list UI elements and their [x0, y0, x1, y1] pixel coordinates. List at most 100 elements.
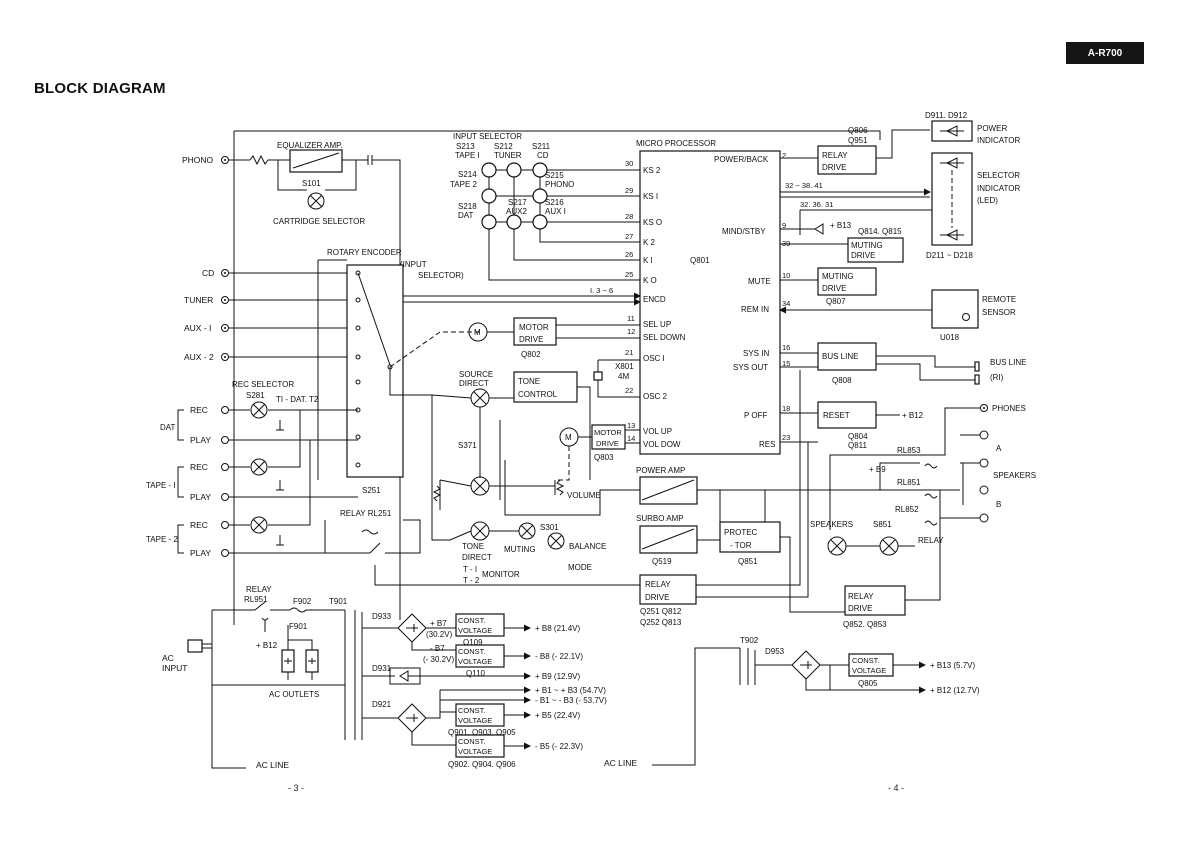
svg-text:F901: F901 — [289, 622, 308, 631]
svg-text:AC LINE: AC LINE — [604, 758, 637, 768]
svg-text:DIRECT: DIRECT — [459, 379, 489, 388]
svg-text:OSC I: OSC I — [643, 354, 665, 363]
svg-text:PROTEC: PROTEC — [724, 528, 758, 537]
svg-text:OSC 2: OSC 2 — [643, 392, 668, 401]
power-amp: POWER AMP SURBO AMP Q519 — [636, 466, 880, 566]
svg-text:P OFF: P OFF — [744, 411, 768, 420]
svg-text:MUTE: MUTE — [748, 277, 771, 286]
power-indicator: D911. D912 POWER INDICATOR — [925, 111, 1020, 145]
tape-wires — [229, 409, 370, 554]
svg-text:RL951: RL951 — [244, 595, 268, 604]
svg-text:- B7: - B7 — [430, 644, 445, 653]
svg-text:Q803: Q803 — [594, 453, 614, 462]
input-label-cd: CD — [202, 268, 214, 278]
svg-text:RES: RES — [759, 440, 775, 449]
svg-text:10: 10 — [782, 271, 790, 280]
bus-line-q808: BUS LINE Q808 BUS LINE (RI) — [780, 342, 1026, 385]
svg-text:D933: D933 — [372, 612, 392, 621]
svg-text:X801: X801 — [615, 362, 634, 371]
rotary-encoder: ROTARY ENCODER (INPUT SELECTOR) S251 I. … — [317, 248, 641, 495]
input-label-aux2: AUX - 2 — [184, 352, 214, 362]
svg-text:RELAY: RELAY — [822, 151, 848, 160]
svg-text:AUX I: AUX I — [545, 207, 566, 216]
svg-text:AC OUTLETS: AC OUTLETS — [269, 690, 319, 699]
svg-text:Q852. Q853: Q852. Q853 — [843, 620, 887, 629]
svg-text:D911. D912: D911. D912 — [925, 111, 968, 120]
svg-text:2: 2 — [782, 151, 786, 160]
svg-text:M: M — [474, 328, 481, 337]
svg-text:RELAY: RELAY — [848, 592, 874, 601]
svg-text:+ B5 (22.4V): + B5 (22.4V) — [535, 711, 580, 720]
svg-text:K O: K O — [643, 276, 657, 285]
svg-text:BUS LINE: BUS LINE — [822, 352, 858, 361]
svg-text:- B8 (- 22.1V): - B8 (- 22.1V) — [535, 652, 583, 661]
svg-text:12: 12 — [627, 327, 635, 336]
svg-text:Q807: Q807 — [826, 297, 846, 306]
svg-text:S214: S214 — [458, 170, 477, 179]
reset-q804: RESET + B12 Q804 Q811 — [780, 401, 924, 450]
svg-text:S216: S216 — [545, 198, 564, 207]
svg-text:TI - DAT. T2: TI - DAT. T2 — [276, 395, 319, 404]
model-badge: A-R700 — [1066, 42, 1144, 64]
svg-text:S281: S281 — [246, 391, 265, 400]
svg-text:+ B12: + B12 — [256, 641, 278, 650]
svg-text:TONE: TONE — [518, 377, 540, 386]
svg-text:+ B8 (21.4V): + B8 (21.4V) — [535, 624, 580, 633]
svg-text:RELAY RL251: RELAY RL251 — [340, 509, 392, 518]
svg-text:MUTING: MUTING — [822, 272, 854, 281]
svg-text:VOLTAGE: VOLTAGE — [458, 747, 492, 756]
svg-text:32. 36. 31: 32. 36. 31 — [800, 200, 833, 209]
svg-text:RELAY: RELAY — [918, 536, 944, 545]
svg-text:T901: T901 — [329, 597, 348, 606]
svg-text:Q951: Q951 — [848, 136, 868, 145]
svg-text:RESET: RESET — [823, 411, 850, 420]
svg-text:T902: T902 — [740, 636, 759, 645]
svg-text:REC: REC — [190, 520, 208, 530]
svg-text:Q902. Q904. Q906: Q902. Q904. Q906 — [448, 760, 516, 769]
svg-text:DRIVE: DRIVE — [822, 284, 846, 293]
svg-text:REC: REC — [190, 405, 208, 415]
svg-text:D211 ~ D218: D211 ~ D218 — [926, 251, 973, 260]
svg-text:Q251 Q812: Q251 Q812 — [640, 607, 682, 616]
svg-text:25: 25 — [625, 270, 633, 279]
svg-text:POWER/BACK: POWER/BACK — [714, 155, 769, 164]
svg-text:AUX2: AUX2 — [506, 207, 527, 216]
svg-text:SENSOR: SENSOR — [982, 308, 1016, 317]
svg-text:S215: S215 — [545, 171, 564, 180]
svg-text:CONST.: CONST. — [458, 616, 486, 625]
svg-text:K 2: K 2 — [643, 238, 656, 247]
svg-text:32 ~ 38. 41: 32 ~ 38. 41 — [785, 181, 823, 190]
svg-text:SPEAKERS: SPEAKERS — [993, 471, 1036, 480]
svg-text:VOLTAGE: VOLTAGE — [458, 716, 492, 725]
svg-text:B: B — [996, 500, 1001, 509]
svg-text:A: A — [996, 444, 1002, 453]
svg-text:TAPE - I: TAPE - I — [146, 481, 176, 490]
relay-drive-q251: RELAY DRIVE Q251 Q812 Q252 Q813 — [639, 370, 809, 627]
svg-text:MOTOR: MOTOR — [594, 428, 622, 437]
svg-text:+ B1 ~ + B3 (54.7V): + B1 ~ + B3 (54.7V) — [535, 686, 606, 695]
svg-text:POWER AMP: POWER AMP — [636, 466, 685, 475]
svg-text:Q801: Q801 — [690, 256, 710, 265]
relay-drive-q852: RELAY DRIVE Q852. Q853 — [843, 515, 941, 629]
svg-text:9: 9 — [782, 221, 786, 230]
svg-text:SPEAKERS: SPEAKERS — [810, 520, 853, 529]
svg-text:REC: REC — [190, 462, 208, 472]
speakers-section: RL853 + B9 RL851 RL852 SPEAKERS S851 REL… — [810, 430, 1036, 556]
svg-text:INDICATOR: INDICATOR — [977, 184, 1020, 193]
svg-text:- TOR: - TOR — [730, 541, 752, 550]
svg-text:D921: D921 — [372, 700, 392, 709]
svg-text:RL851: RL851 — [897, 478, 921, 487]
svg-text:SURBO AMP: SURBO AMP — [636, 514, 684, 523]
relay-drive-q806: Q806 Q951 RELAY DRIVE — [780, 126, 930, 175]
svg-text:(30.2V): (30.2V) — [426, 630, 453, 639]
svg-text:MODE: MODE — [568, 563, 592, 572]
svg-text:S851: S851 — [873, 520, 892, 529]
svg-text:RL853: RL853 — [897, 446, 921, 455]
svg-text:VOLUME: VOLUME — [567, 491, 601, 500]
svg-text:DIRECT: DIRECT — [462, 553, 492, 562]
svg-text:Q519: Q519 — [652, 557, 672, 566]
svg-text:BALANCE: BALANCE — [569, 542, 606, 551]
svg-text:SEL UP: SEL UP — [643, 320, 671, 329]
jack-icon — [221, 156, 229, 164]
